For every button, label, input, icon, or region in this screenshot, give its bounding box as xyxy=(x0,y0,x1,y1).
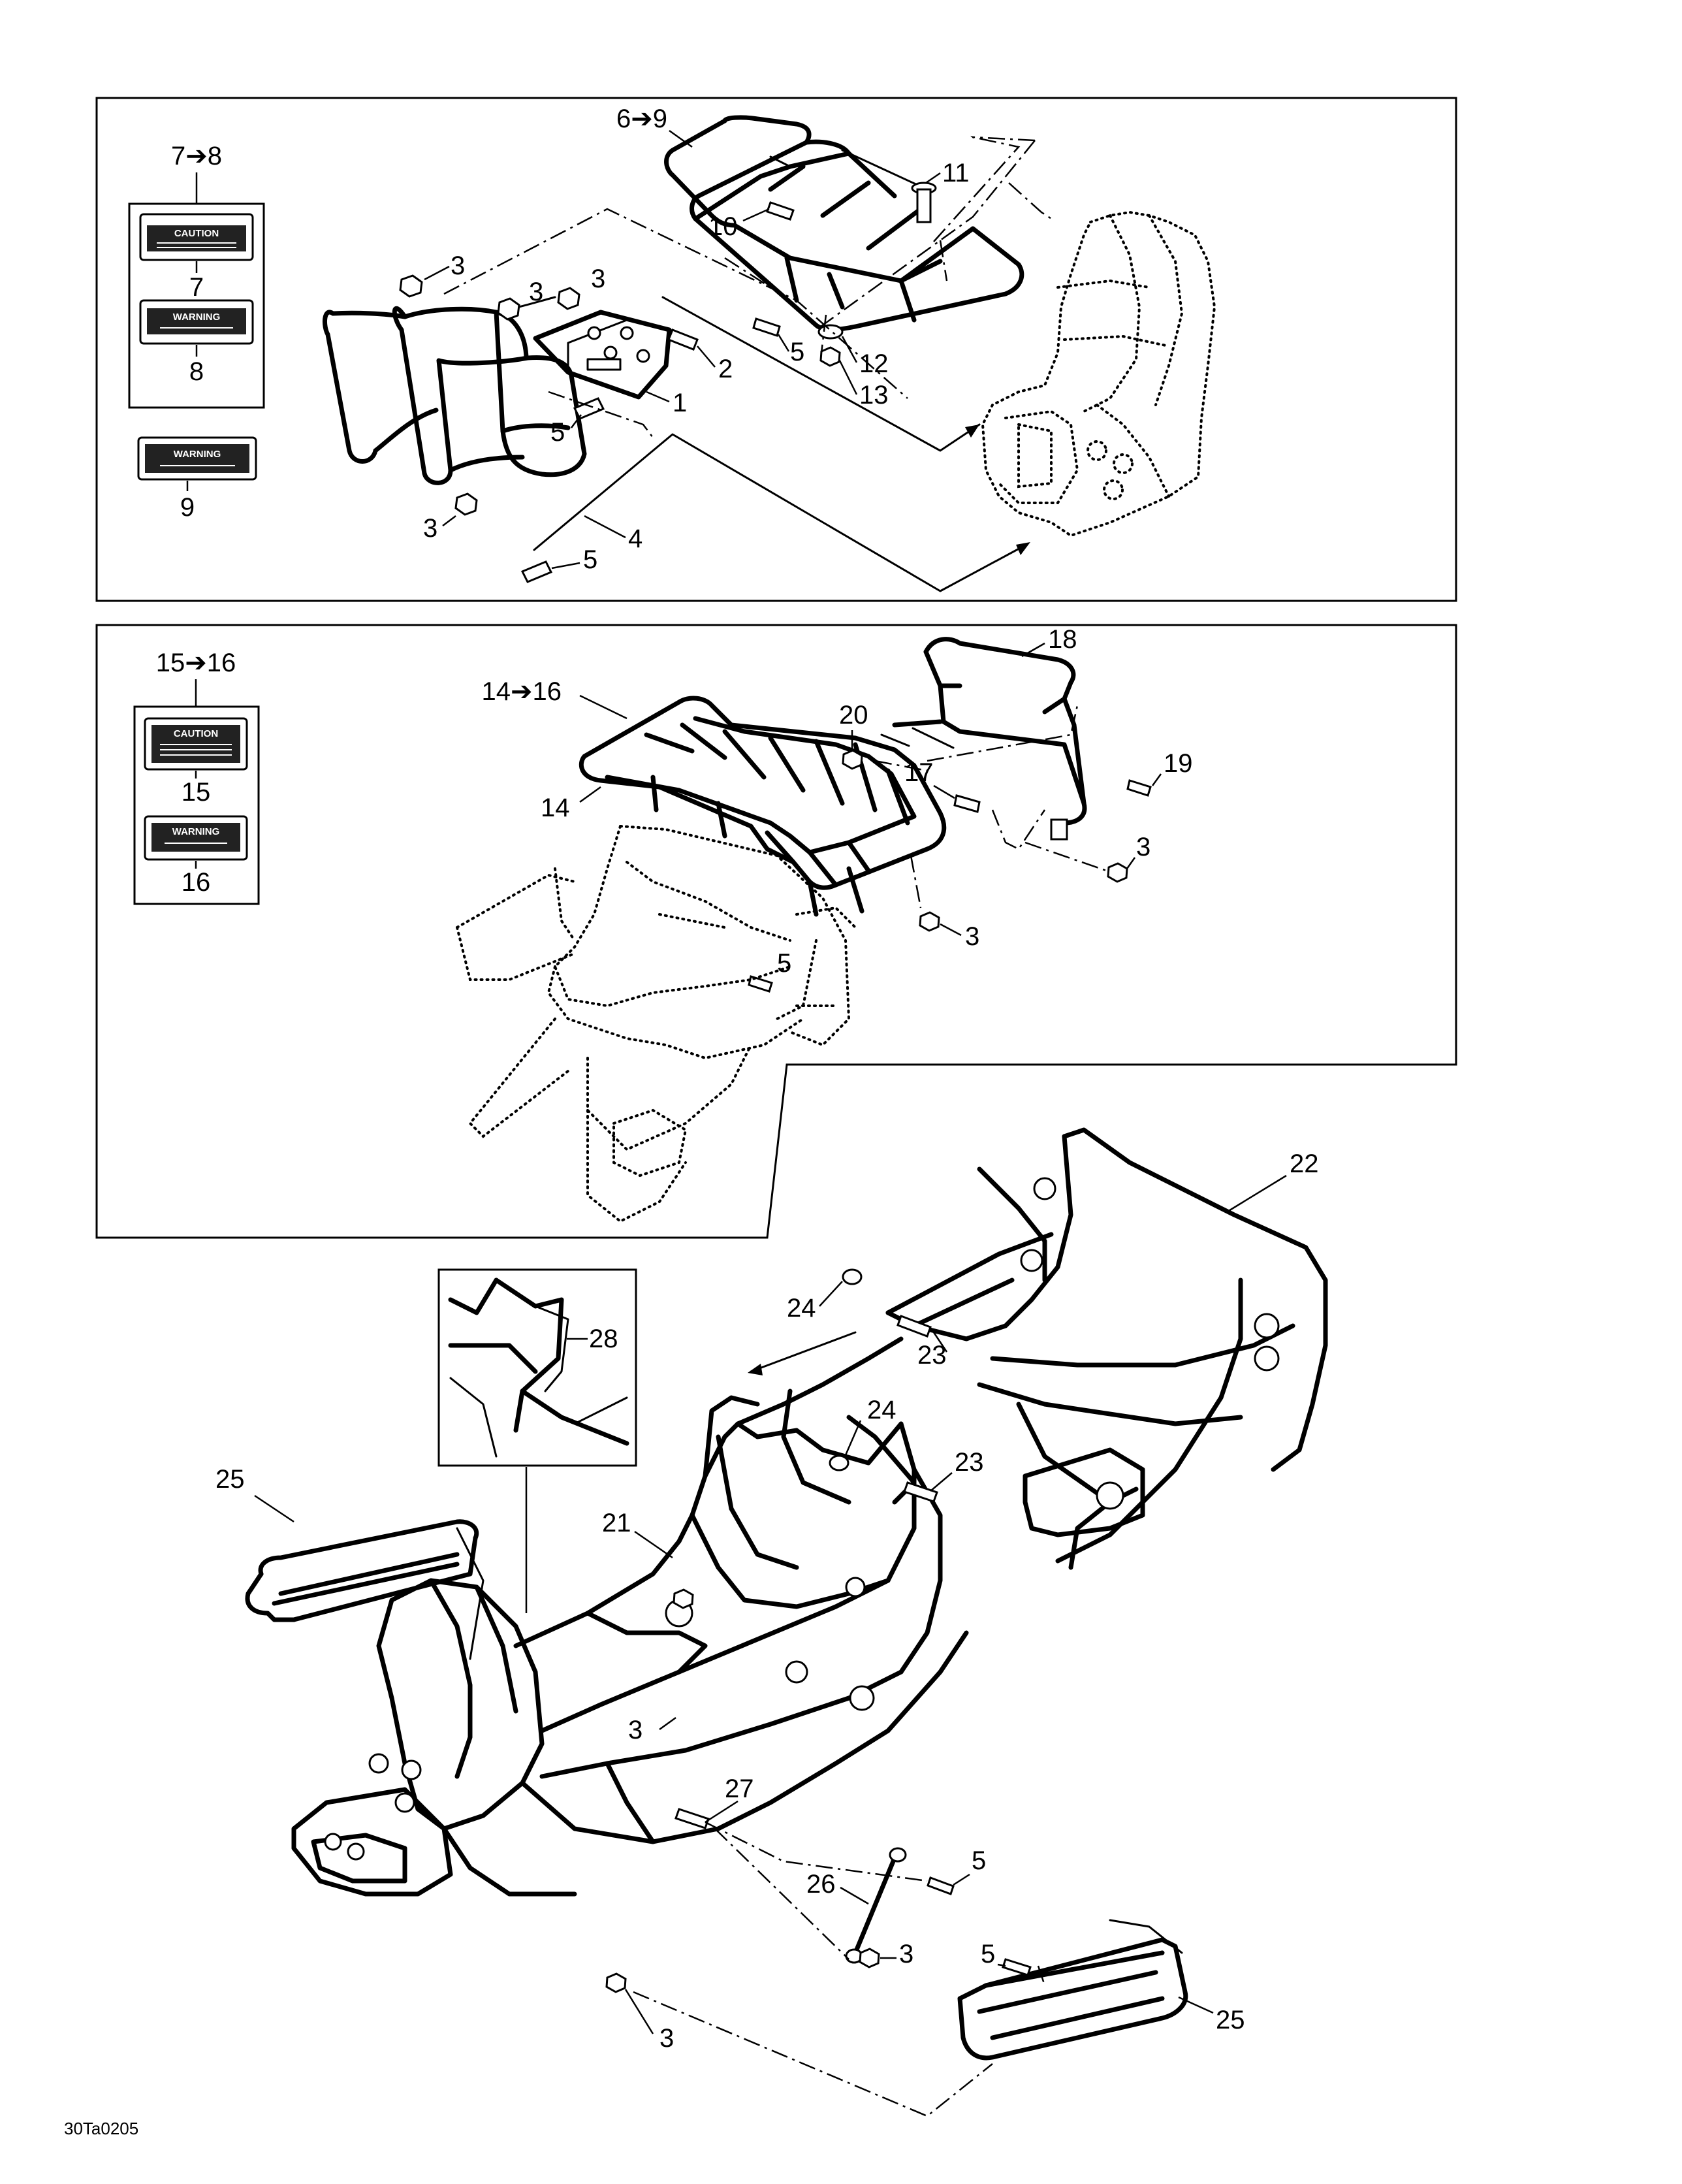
decal-8: WARNING xyxy=(139,299,254,345)
decal-15-title: CAUTION xyxy=(174,728,218,739)
callout-21: 21 xyxy=(602,1509,631,1537)
decal-16-title: WARNING xyxy=(172,826,220,837)
decal-16: WARNING xyxy=(144,815,248,861)
callouts-frame: 22 24 23 24 23 25 21 3 27 5 26 3 5 3 25 xyxy=(215,1149,1319,2053)
callout-5c: 5 xyxy=(790,338,804,366)
callouts-panel-2: 18 14➔16 20 19 17 14 3 3 5 xyxy=(482,625,1193,978)
rear-subframe-part-22 xyxy=(846,1127,1328,1570)
drawing-code: 30Ta0205 xyxy=(64,2119,138,2138)
callout-13: 13 xyxy=(859,381,889,410)
chassis-rear-sketch xyxy=(456,825,857,1223)
callout-5d: 5 xyxy=(777,949,791,978)
decal-box-15-16: CAUTION 15 WARNING 16 xyxy=(133,705,260,905)
callout-25b: 25 xyxy=(1216,2006,1245,2034)
callout-14: 14 xyxy=(541,794,570,822)
decal-8-title: WARNING xyxy=(173,312,221,323)
decal-7: CAUTION xyxy=(139,213,254,261)
callout-18: 18 xyxy=(1048,625,1077,654)
callout-6-9: 6➔9 xyxy=(616,104,667,133)
decal-7-title: CAUTION xyxy=(174,228,219,239)
callout-10: 10 xyxy=(708,212,738,241)
decal-box-7-8: CAUTION WARNING 7 8 xyxy=(128,202,265,409)
callout-26: 26 xyxy=(806,1870,836,1899)
callout-5f: 5 xyxy=(981,1940,995,1968)
callout-3c: 3 xyxy=(591,265,605,293)
callout-9: 9 xyxy=(180,493,195,522)
front-rack-panel xyxy=(95,97,1457,602)
callout-8: 8 xyxy=(189,357,204,386)
decal-9-title: WARNING xyxy=(174,449,221,460)
front-bumper-part-4 xyxy=(323,296,587,485)
callout-5a: 5 xyxy=(550,418,565,447)
callout-3d: 3 xyxy=(423,514,437,543)
callout-15-16: 15➔16 xyxy=(156,649,236,677)
decal-9: WARNING 9 xyxy=(137,436,257,522)
callout-7-8: 7➔8 xyxy=(171,142,222,170)
callout-5e: 5 xyxy=(972,1846,986,1875)
callout-3a: 3 xyxy=(451,251,465,280)
callout-16: 16 xyxy=(182,868,211,897)
chassis-front-sketch xyxy=(981,210,1216,538)
bolt-part-11 xyxy=(911,182,937,223)
callout-3h: 3 xyxy=(899,1940,913,1968)
strut-part-26 xyxy=(845,1847,907,1964)
front-rack-part-6 xyxy=(664,115,1024,332)
callout-15: 15 xyxy=(182,778,211,807)
callouts-panel-1: 6➔9 3 3 3 2 1 5 3 4 5 10 11 5 12 13 xyxy=(423,104,970,574)
callout-24b: 24 xyxy=(867,1396,897,1424)
callout-25a: 25 xyxy=(215,1465,245,1494)
inset-detail-28: 28 xyxy=(437,1268,637,1613)
footrest-left-part-25 xyxy=(245,1519,484,1660)
callout-24a: 24 xyxy=(787,1294,816,1323)
main-frame-part-21 xyxy=(291,1336,969,1897)
decal-15: CAUTION xyxy=(144,717,248,771)
rear-rack-part-14 xyxy=(579,696,947,917)
callout-17: 17 xyxy=(904,758,934,787)
frame-hardware xyxy=(605,1268,1032,1993)
callout-27: 27 xyxy=(725,1774,754,1803)
rear-bumper-part-18 xyxy=(880,637,1087,841)
callout-28: 28 xyxy=(589,1325,618,1353)
front-hardware xyxy=(399,201,844,583)
callout-3e: 3 xyxy=(1136,833,1150,861)
callout-19: 19 xyxy=(1164,749,1193,778)
callout-3i: 3 xyxy=(659,2024,674,2053)
callout-7: 7 xyxy=(189,273,204,302)
callout-20: 20 xyxy=(839,701,868,730)
callout-11: 11 xyxy=(942,159,970,187)
footrest-right-part-25 xyxy=(957,1919,1188,2061)
callout-1: 1 xyxy=(673,389,687,417)
hitch-plate-part-1 xyxy=(533,310,672,400)
callout-5b: 5 xyxy=(583,545,597,574)
callout-3g: 3 xyxy=(628,1716,643,1744)
callout-23b: 23 xyxy=(955,1448,984,1477)
rear-rack-panel xyxy=(95,624,1457,1239)
callout-22: 22 xyxy=(1290,1149,1319,1178)
callout-3f: 3 xyxy=(965,922,979,951)
callout-12: 12 xyxy=(859,349,889,378)
callout-4: 4 xyxy=(628,524,643,553)
callout-3b: 3 xyxy=(529,278,543,306)
rear-hardware xyxy=(748,749,1152,993)
callout-14-16: 14➔16 xyxy=(482,677,562,706)
callout-2: 2 xyxy=(718,355,733,383)
